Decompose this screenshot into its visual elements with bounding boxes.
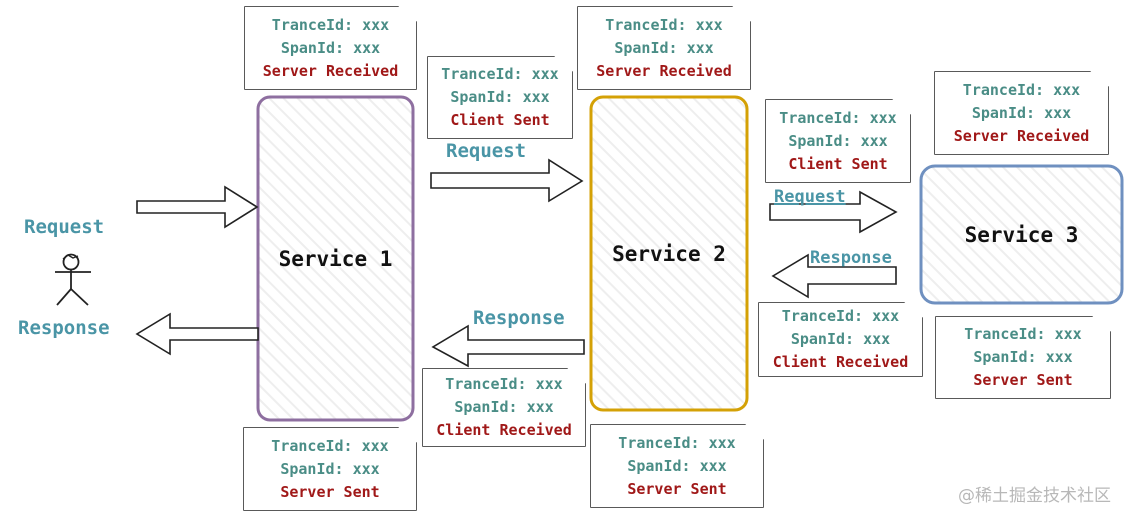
service-2-box	[589, 95, 749, 412]
note-span-id: SpanId: xxx	[280, 459, 380, 478]
note-3: TranceId: xxx SpanId: xxx Server Receive…	[578, 7, 750, 89]
note-trace-id: TranceId: xxx	[964, 325, 1082, 343]
note-event: Server Received	[596, 61, 732, 80]
note-event: Client Sent	[450, 111, 550, 129]
service-2-label: Service 2	[612, 241, 726, 266]
note-8: TranceId: xxx SpanId: xxx Client Receive…	[423, 369, 585, 446]
note-event: Server Received	[262, 61, 399, 80]
note-span-id: SpanId: xxx	[627, 456, 727, 475]
note-span-id: SpanId: xxx	[971, 103, 1072, 122]
note-1: TranceId: xxx SpanId: xxx Server Receive…	[245, 7, 416, 89]
note-span-id: SpanId: xxx	[450, 88, 550, 106]
note-span-id: SpanId: xxx	[973, 348, 1073, 366]
note-10: TranceId: xxx SpanId: xxx Server Sent	[591, 425, 763, 507]
s3-s2-response-arrow	[771, 253, 897, 299]
note-span-id: SpanId: xxx	[788, 131, 888, 150]
note-event: Server Sent	[280, 482, 380, 501]
note-trace-id: TranceId: xxx	[779, 108, 897, 127]
note-event: Server Received	[953, 126, 1090, 145]
service-1-label: Service 1	[278, 246, 393, 271]
note-trace-id: TranceId: xxx	[271, 436, 389, 455]
note-6: TranceId: xxx SpanId: xxx Client Receive…	[759, 303, 922, 376]
note-trace-id: TranceId: xxx	[445, 375, 563, 393]
s2-s3-request-arrow	[769, 190, 898, 234]
note-9: TranceId: xxx SpanId: xxx Server Sent	[244, 428, 416, 510]
watermark: @稀土掘金技术社区	[958, 486, 1111, 506]
note-4: TranceId: xxx SpanId: xxx Client Sent	[766, 100, 910, 182]
note-span-id: SpanId: xxx	[454, 398, 554, 416]
note-event: Server Sent	[627, 479, 727, 498]
note-span-id: SpanId: xxx	[790, 330, 891, 348]
note-trace-id: TranceId: xxx	[441, 65, 559, 83]
user-icon	[55, 253, 91, 306]
s2-s1-response-label: Response	[473, 307, 565, 329]
note-7: TranceId: xxx SpanId: xxx Server Sent	[936, 317, 1110, 398]
s2-s1-response-arrow	[431, 324, 585, 368]
service-1-box	[256, 95, 415, 422]
note-event: Client Received	[772, 353, 909, 371]
client-request-arrow	[136, 185, 259, 229]
service-3-label: Service 3	[964, 222, 1079, 247]
note-span-id: SpanId: xxx	[280, 38, 381, 57]
s1-s2-request-arrow	[430, 158, 584, 203]
note-trace-id: TranceId: xxx	[271, 15, 390, 34]
note-trace-id: TranceId: xxx	[781, 307, 900, 325]
client-request-label: Request	[24, 216, 105, 238]
s1-s2-request-label: Request	[446, 140, 527, 162]
s3-s2-response-label: Response	[810, 248, 892, 268]
note-5: TranceId: xxx SpanId: xxx Server Receive…	[935, 72, 1108, 154]
client-response-arrow	[135, 312, 259, 356]
service-3-box	[919, 164, 1124, 305]
client-response-label: Response	[18, 317, 110, 339]
note-event: Client Received	[436, 421, 572, 439]
s2-s3-request-label: Request	[774, 187, 846, 207]
note-event: Server Sent	[973, 371, 1073, 389]
note-2: TranceId: xxx SpanId: xxx Client Sent	[428, 57, 572, 138]
note-trace-id: TranceId: xxx	[618, 433, 736, 452]
note-trace-id: TranceId: xxx	[605, 15, 723, 34]
note-trace-id: TranceId: xxx	[962, 80, 1081, 99]
note-event: Client Sent	[788, 154, 888, 173]
note-span-id: SpanId: xxx	[614, 38, 714, 57]
